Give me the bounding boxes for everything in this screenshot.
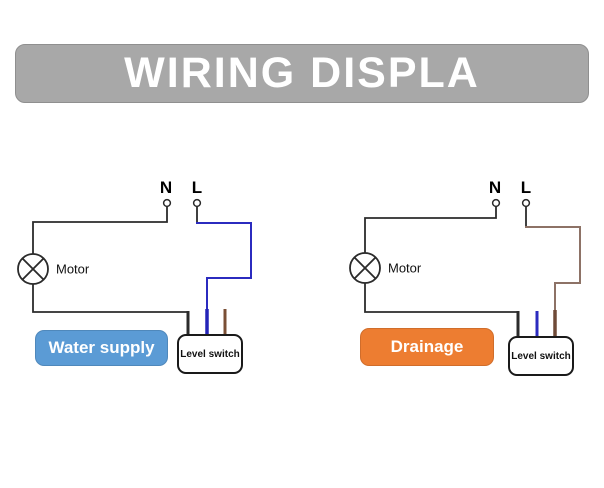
page-title: WIRING DISPLA	[124, 49, 480, 97]
terminal-n-circle	[491, 198, 501, 208]
terminal-l-circle	[521, 198, 531, 208]
live-wire	[525, 226, 581, 340]
motor-label: Motor	[56, 261, 90, 277]
terminal-n-circle	[162, 198, 172, 208]
title-banner: WIRING DISPLA	[15, 44, 589, 103]
terminal-circles	[491, 198, 531, 208]
drainage-button: Drainage	[360, 328, 494, 366]
terminal-l-circle	[192, 198, 202, 208]
motor-label: Motor	[388, 260, 422, 276]
motor-symbol	[17, 253, 49, 285]
terminal-label-n: N	[159, 178, 173, 197]
drainage-button-label: Drainage	[390, 337, 464, 356]
terminal-circles	[162, 198, 202, 208]
terminal-label-l: L	[191, 178, 203, 197]
terminal-label-l: L	[520, 178, 532, 197]
neutral-wire	[32, 206, 198, 338]
water-supply-button: Water supply	[35, 330, 168, 366]
level-switch-label: Level switch	[511, 350, 571, 362]
level-switch-box: Level switch	[177, 334, 243, 374]
water-supply-button-label: Water supply	[48, 338, 155, 357]
level-switch-label: Level switch	[180, 348, 240, 360]
diagram-water-supply	[17, 198, 252, 338]
motor-symbol	[349, 252, 381, 284]
neutral-wire	[364, 206, 527, 340]
level-switch-box: Level switch	[508, 336, 574, 376]
terminal-label-n: N	[488, 178, 502, 197]
live-wire	[196, 222, 252, 338]
diagram-drainage	[349, 198, 581, 340]
